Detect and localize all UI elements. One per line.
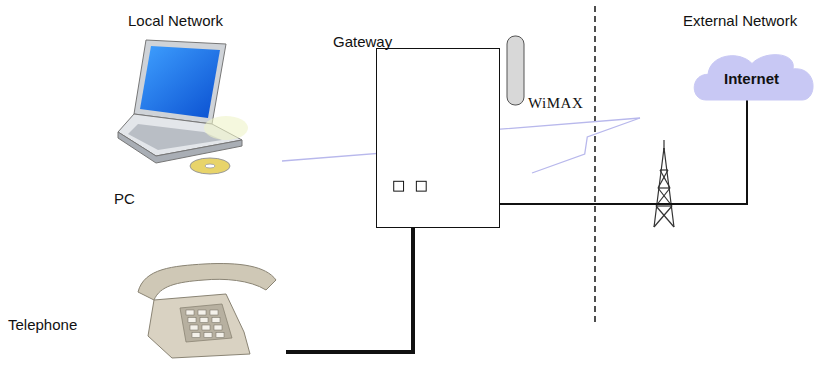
node-label: Internet <box>724 70 779 88</box>
link-label: WiMAX <box>528 94 583 112</box>
region-label: External Network <box>683 12 797 30</box>
radio-tower <box>654 140 674 227</box>
network-divider <box>594 6 596 326</box>
connector <box>286 228 413 352</box>
gateway-art <box>377 49 499 227</box>
region-label: Local Network <box>128 12 223 30</box>
laptop-art <box>108 36 250 214</box>
node-label: Gateway <box>333 33 392 51</box>
node-label: Telephone <box>8 316 77 334</box>
phone-art <box>4 262 286 360</box>
telephone-device: Telephone <box>4 262 286 360</box>
antenna <box>507 36 524 105</box>
node-label: PC <box>114 190 135 208</box>
gateway-box: Gateway <box>376 48 500 228</box>
connector <box>532 100 747 204</box>
pc-device: PC <box>108 36 250 214</box>
internet-cloud: Internet <box>688 50 816 104</box>
